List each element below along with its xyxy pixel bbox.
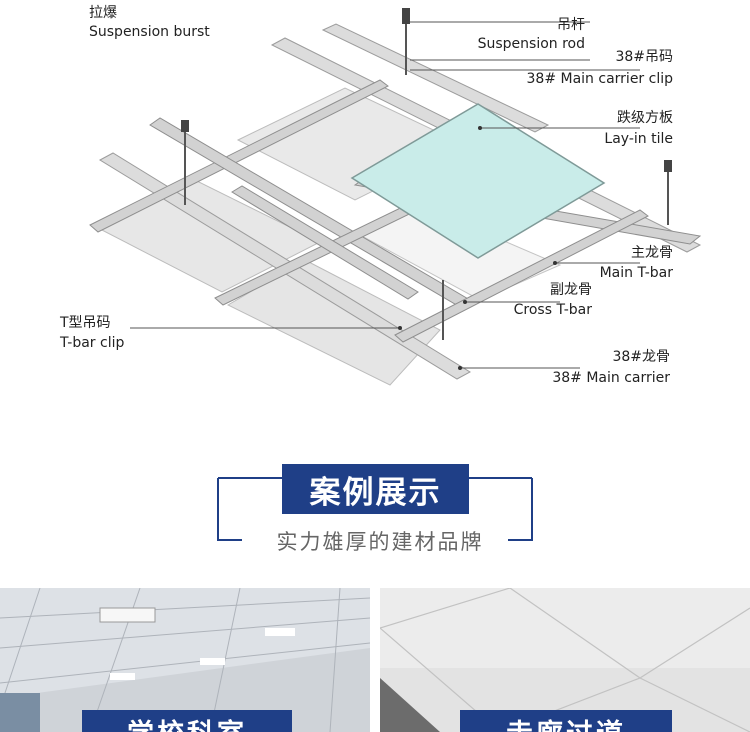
case-photo-school: 学校科室 bbox=[0, 588, 370, 732]
section-title: 案例展示 bbox=[309, 474, 442, 511]
leader-dots bbox=[398, 126, 557, 370]
label-cross-tbar-en: Cross T-bar bbox=[513, 302, 592, 318]
ceiling-illustration bbox=[89, 8, 702, 386]
label-main-carrier-cn: 38#龙骨 bbox=[612, 349, 670, 365]
label-tbar-clip-en: T-bar clip bbox=[60, 335, 125, 351]
label-lay-in-tile-en: Lay-in tile bbox=[604, 131, 673, 147]
label-tbar-clip-cn: T型吊码 bbox=[60, 315, 111, 331]
section-frame bbox=[217, 477, 533, 541]
section-subtitle: 实力雄厚的建材品牌 bbox=[276, 530, 484, 554]
case-caption-school: 学校科室 bbox=[82, 710, 292, 732]
label-suspension-rod-en: Suspension rod bbox=[477, 36, 585, 52]
label-main-carrier-clip-cn: 38#吊码 bbox=[615, 49, 673, 65]
label-main-tbar-en: Main T-bar bbox=[599, 265, 673, 281]
label-cross-tbar-cn: 副龙骨 bbox=[550, 282, 592, 298]
section-title-box: 案例展示 bbox=[282, 464, 469, 514]
label-suspension-rod-cn: 吊杆 bbox=[557, 17, 585, 33]
case-photo-corridor: 走廊过道 bbox=[380, 588, 750, 732]
suspension-burst-graphic bbox=[181, 8, 672, 172]
label-suspension-burst-cn: 拉爆 bbox=[89, 5, 117, 21]
lay-in-tile-graphic bbox=[350, 103, 606, 259]
label-main-tbar-cn: 主龙骨 bbox=[631, 245, 673, 261]
label-main-carrier-clip-en: 38# Main carrier clip bbox=[526, 71, 673, 87]
leader-lines bbox=[130, 21, 640, 369]
label-suspension-burst-en: Suspension burst bbox=[89, 24, 210, 40]
label-lay-in-tile-cn: 跌级方板 bbox=[617, 110, 673, 126]
case-caption-corridor: 走廊过道 bbox=[460, 710, 672, 732]
label-main-carrier-en: 38# Main carrier bbox=[552, 370, 670, 386]
